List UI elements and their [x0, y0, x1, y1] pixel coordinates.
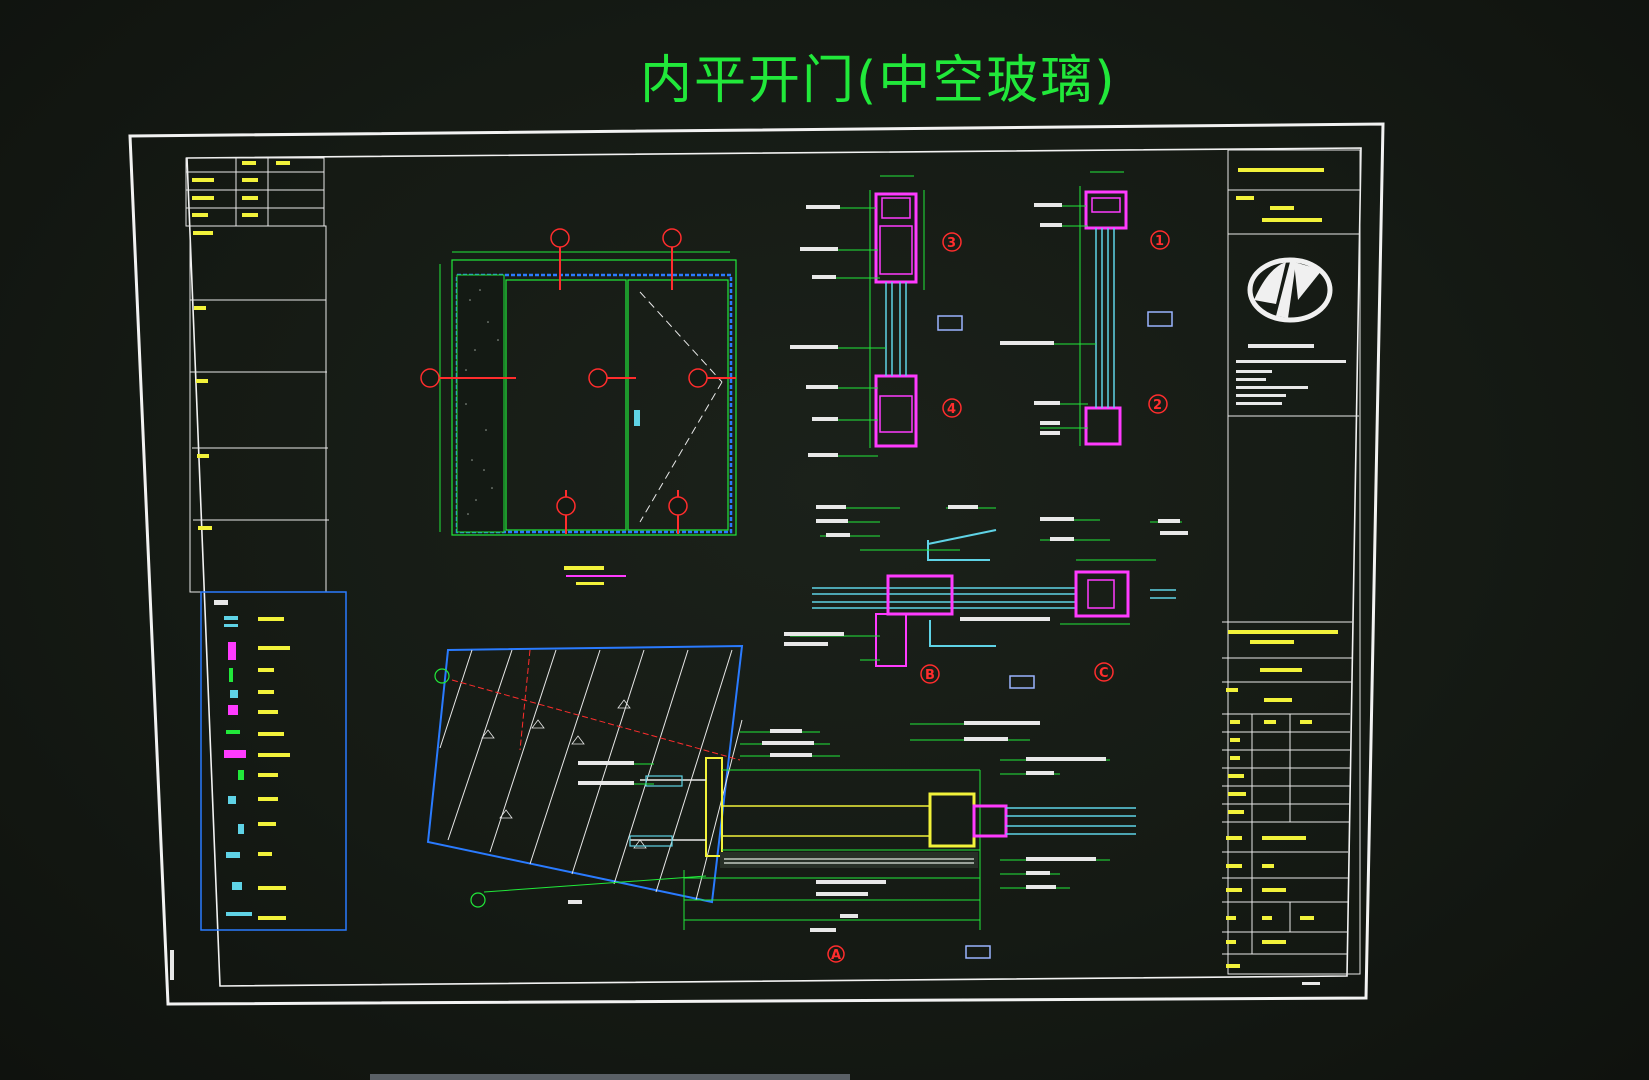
drawing-number-label [1302, 982, 1320, 985]
sheet-size-label [170, 950, 174, 980]
revision-table-labels [192, 161, 290, 530]
wall-anchor-section-a [426, 644, 1136, 963]
door-elevation [420, 228, 737, 585]
company-logo-icon [1247, 257, 1333, 323]
vertical-section-1-2 [1000, 171, 1173, 446]
section-mark-b: B [925, 668, 935, 683]
section-mark-3: 3 [947, 236, 956, 251]
section-mark-a: A [831, 948, 841, 963]
section-mark-c: C [1099, 666, 1109, 681]
monitor-bezel-edge [370, 1074, 850, 1080]
title-block-labels [1226, 168, 1338, 968]
vertical-section-3-4 [790, 175, 963, 457]
legend-box [200, 591, 347, 931]
title-block-white-text [1236, 344, 1346, 405]
section-mark-4: 4 [947, 402, 956, 417]
section-mark-2: 2 [1153, 398, 1162, 413]
horizontal-section-b-c [784, 505, 1188, 689]
section-mark-1: 1 [1155, 234, 1164, 249]
drawing-title: 内平开门(中空玻璃) [640, 51, 1117, 111]
title-block [1222, 149, 1361, 975]
sheet-border [128, 122, 1385, 1006]
